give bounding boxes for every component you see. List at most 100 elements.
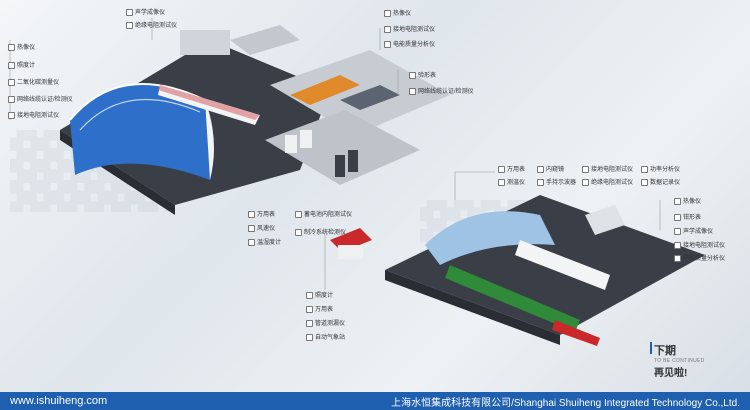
co2-meter-icon	[8, 79, 15, 86]
refrigeration-tester-icon	[295, 229, 302, 236]
label-item: 验形表	[409, 72, 436, 79]
equipment-cabinet	[585, 205, 625, 235]
label-text: 热像仪	[17, 44, 36, 51]
label-item: 网络线缆认证/检测仪	[409, 88, 474, 95]
label-text: 万用表	[507, 166, 526, 173]
freight-train	[445, 265, 580, 332]
website-link[interactable]: www.ishuiheng.com	[10, 395, 108, 407]
label-item: 万用表	[306, 306, 333, 313]
label-item: 热像仪	[674, 198, 701, 205]
label-text: 制冷系统检测仪	[304, 229, 347, 236]
scene-illustration	[9, 18, 705, 346]
cable-tester-icon	[8, 96, 15, 103]
label-item: 绝缘电阻测试仪	[126, 22, 177, 29]
label-item: 测温仪	[498, 179, 525, 186]
accent-bar	[650, 342, 652, 354]
label-item: 热像仪	[8, 44, 35, 51]
label-text: 声学成像仪	[683, 228, 714, 235]
label-text: 钳形表	[683, 214, 702, 221]
label-text: 验形表	[418, 72, 437, 79]
label-text: 接地电阻测试仪	[683, 242, 726, 249]
label-item: 钳形表	[674, 214, 701, 221]
label-text: 照度计	[17, 62, 36, 69]
acoustic-camera-icon	[674, 228, 681, 235]
label-text: 风速仪	[257, 225, 276, 232]
label-item: 二氧化碳测量仪	[8, 79, 59, 86]
building	[180, 30, 230, 55]
infographic-stage: ▓▓▓ ▓▓	[0, 0, 750, 392]
multimeter-icon	[498, 166, 505, 173]
label-text: 电能质量分析仪	[393, 41, 436, 48]
label-item: 制冷系统检测仪	[295, 229, 346, 236]
label-text: 内窥镜	[546, 166, 565, 173]
company-name: 上海水恒集成科技有限公司/Shanghai Shuiheng Integrate…	[391, 397, 740, 409]
label-text: 万用表	[315, 306, 334, 313]
label-item: 照度计	[8, 62, 35, 69]
label-item: 声学成像仪	[126, 9, 165, 16]
label-text: 网络线缆认证/检测仪	[418, 88, 474, 95]
endoscope-icon	[537, 166, 544, 173]
ground-tester-icon	[384, 26, 391, 33]
label-text: 接地电阻测试仪	[17, 112, 60, 119]
train-right	[515, 240, 610, 290]
battery-tester-icon	[295, 211, 302, 218]
label-item: 接地电阻测试仪	[384, 26, 435, 33]
next-subtitle: TO BE CONTINUED	[654, 358, 705, 364]
thermometer-icon	[498, 179, 505, 186]
label-item: 内窥镜	[537, 166, 564, 173]
label-text: 照度计	[315, 292, 334, 299]
label-item: 照度计	[306, 292, 333, 299]
label-item: 接地电阻测试仪	[582, 166, 633, 173]
label-item: 数据记录仪	[641, 179, 680, 186]
multimeter-icon	[248, 211, 255, 218]
ground-tester-icon	[674, 242, 681, 249]
label-text: 绝缘电阻测试仪	[591, 179, 634, 186]
power-quality-icon	[674, 255, 681, 262]
label-text: 热像仪	[683, 198, 702, 205]
label-text: 网络线缆认证/检测仪	[17, 96, 73, 103]
label-text: 数据记录仪	[650, 179, 681, 186]
label-text: 万用表	[257, 211, 276, 218]
next-title: 下期	[654, 345, 676, 357]
label-item: 风速仪	[248, 225, 275, 232]
label-item: 热像仪	[384, 10, 411, 17]
ground-tester-icon	[582, 166, 589, 173]
ground-tester-icon	[8, 112, 15, 119]
label-text: 接地电阻测试仪	[591, 166, 634, 173]
station-roof	[70, 84, 210, 180]
label-text: 接地电阻测试仪	[393, 26, 436, 33]
label-item: 功率分析仪	[641, 166, 680, 173]
label-item: 管道测漏仪	[306, 320, 345, 327]
thermal-camera-icon	[384, 10, 391, 17]
label-item: 温湿度计	[248, 239, 281, 246]
label-item: 接地电阻测试仪	[8, 112, 59, 119]
insulation-tester-icon	[582, 179, 589, 186]
label-item: 万用表	[248, 211, 275, 218]
label-item: 蓄电池内阻测试仪	[295, 211, 352, 218]
clamp-meter-icon	[674, 214, 681, 221]
oscilloscope-icon	[537, 179, 544, 186]
label-item: 自动气象站	[306, 334, 345, 341]
power-analyzer-icon	[641, 166, 648, 173]
label-text: 绝缘电阻测试仪	[135, 22, 178, 29]
insulation-tester-icon	[126, 22, 133, 29]
substation	[230, 25, 300, 55]
label-text: 手持示波器	[546, 179, 577, 186]
station-roof-right	[425, 211, 555, 265]
clamp-meter-icon	[409, 72, 416, 79]
server-room-floor	[265, 110, 420, 185]
label-text: 管道测漏仪	[315, 320, 346, 327]
label-item: 接地电阻测试仪	[674, 242, 725, 249]
label-text: 测温仪	[507, 179, 526, 186]
thermal-camera-icon	[674, 198, 681, 205]
equipment-rack	[290, 75, 360, 105]
anemometer-icon	[248, 225, 255, 232]
label-item: 手持示波器	[537, 179, 576, 186]
label-item: 声学成像仪	[674, 228, 713, 235]
train-left	[158, 85, 260, 125]
label-text: 自动气象站	[315, 334, 346, 341]
label-text: 电能质量分析仪	[683, 255, 726, 262]
weather-station-icon	[306, 334, 313, 341]
label-text: 热像仪	[393, 10, 412, 17]
data-logger-icon	[641, 179, 648, 186]
